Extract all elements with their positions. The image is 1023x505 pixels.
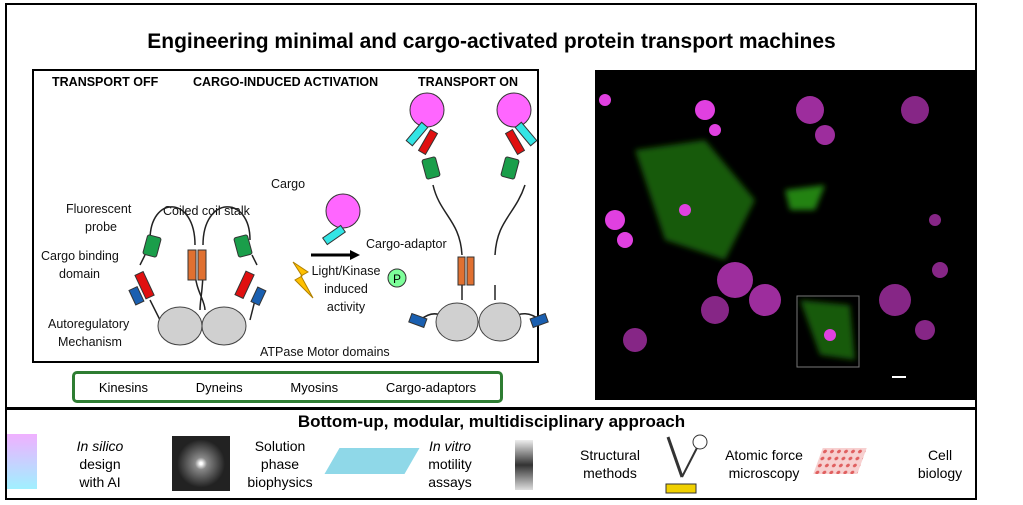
motility-assay-image xyxy=(324,448,420,474)
fluorescent-probe xyxy=(500,156,520,180)
label-stalk: Coiled coil stalk xyxy=(163,204,251,218)
microscope-image xyxy=(515,440,533,490)
header-transport-on: TRANSPORT ON xyxy=(418,75,518,89)
category-kinesins: Kinesins xyxy=(98,379,148,395)
autoregulatory-domain xyxy=(529,312,549,329)
label-autoregulatory: Autoregulatory xyxy=(48,317,130,331)
phosphate-icon xyxy=(387,268,407,288)
scattering-pattern-image xyxy=(172,436,230,491)
cargo-binding-domain xyxy=(134,270,155,300)
phosphate-label: P xyxy=(393,272,401,286)
cargo xyxy=(496,92,532,128)
cargo-binding-domain xyxy=(504,128,526,156)
lightning-icon xyxy=(292,261,314,299)
label-activity: activity xyxy=(327,300,366,314)
motor-domain xyxy=(201,306,247,346)
label-fluorescent: Fluorescent xyxy=(66,202,132,216)
header-transport-off: TRANSPORT OFF xyxy=(52,75,159,89)
microscopy-image xyxy=(595,70,975,400)
label-mechanism: Mechanism xyxy=(58,335,122,349)
header-activation: CARGO-INDUCED ACTIVATION xyxy=(193,75,378,89)
coiled-coil xyxy=(197,249,207,281)
cargo-binding-domain xyxy=(234,270,255,300)
motor-domain xyxy=(478,302,522,342)
fluorescent-probe xyxy=(142,234,162,258)
label-induced: induced xyxy=(324,282,368,296)
fluorescent-probe xyxy=(421,156,441,180)
autoregulatory-domain xyxy=(250,286,267,307)
coiled-coil xyxy=(457,256,466,286)
approach-panel xyxy=(5,408,977,500)
coiled-coil xyxy=(466,256,475,286)
cargo-adaptor xyxy=(405,121,429,147)
afm-icon xyxy=(665,434,708,494)
category-dyneins: Dyneins xyxy=(195,379,243,395)
figure-title: Engineering minimal and cargo-activated … xyxy=(147,30,836,53)
schematic-frame xyxy=(32,69,539,363)
cargo-adaptor xyxy=(321,224,347,246)
autoregulatory-domain xyxy=(408,312,428,329)
protein-structure-image xyxy=(7,434,37,489)
category-myosins: Myosins xyxy=(290,379,339,395)
category-cargo-adaptors: Cargo-adaptors xyxy=(385,379,477,395)
inset-box xyxy=(796,295,860,368)
label-light-kinase: Light/Kinase xyxy=(312,264,381,278)
label-cargo-adaptor: Cargo-adaptor xyxy=(366,237,447,251)
motor-categories: Kinesins Dyneins Myosins Cargo-adaptors xyxy=(72,371,503,403)
motor-schematic: TRANSPORT OFF CARGO-INDUCED ACTIVATION T… xyxy=(32,69,549,363)
arrow-icon xyxy=(350,250,360,260)
motor-domain xyxy=(157,306,203,346)
cargo-adaptor xyxy=(514,121,538,147)
cargo xyxy=(325,193,361,229)
label-cargo: Cargo xyxy=(271,177,305,191)
label-domain: domain xyxy=(59,267,100,281)
cargo-binding-domain xyxy=(417,128,439,156)
approach-title: Bottom-up, modular, multidisciplinary ap… xyxy=(297,412,686,431)
fluorescent-probe xyxy=(233,234,253,258)
label-cargo-binding: Cargo binding xyxy=(41,249,119,263)
coiled-coil xyxy=(187,249,197,281)
autoregulatory-domain xyxy=(128,285,145,306)
label-probe: probe xyxy=(85,220,117,234)
label-motor-domains: ATPase Motor domains xyxy=(260,345,390,359)
cargo xyxy=(409,92,445,128)
motor-domain xyxy=(435,302,479,342)
